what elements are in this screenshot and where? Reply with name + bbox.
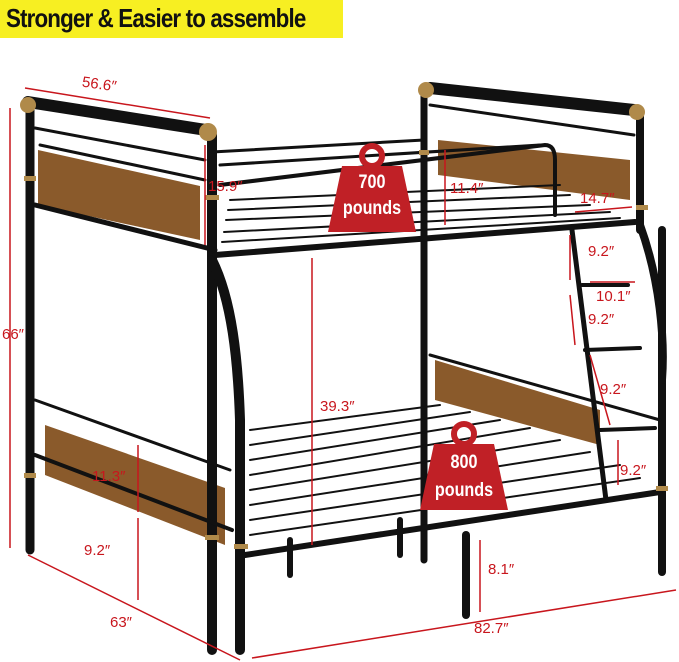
dim-ladder-step-3: 9.2″ bbox=[600, 381, 627, 398]
headline-banner: Stronger & Easier to assemble bbox=[0, 0, 343, 38]
weight-unit: pounds bbox=[434, 480, 494, 501]
wood-panel-bottom-back bbox=[435, 360, 600, 445]
dim-rail-to-floor: 9.2″ bbox=[84, 542, 111, 559]
weight-unit: pounds bbox=[342, 198, 402, 219]
dim-ladder-width: 14.7″ bbox=[580, 190, 615, 207]
weight-value: 800 bbox=[450, 452, 478, 473]
dim-top-side-rail: 11.4″ bbox=[450, 180, 484, 197]
weight-capacity-top: 700 pounds bbox=[324, 142, 420, 234]
wood-panel-top-left bbox=[38, 150, 200, 240]
dim-total-height: 66″ bbox=[2, 326, 24, 343]
wood-panel-bottom-left bbox=[45, 425, 225, 545]
dim-ladder-step-1: 9.2″ bbox=[588, 243, 615, 260]
headline-text: Stronger & Easier to assemble bbox=[6, 3, 306, 33]
weight-capacity-bottom: 800 pounds bbox=[416, 420, 512, 512]
dim-ladder-step-4: 9.2″ bbox=[620, 462, 647, 479]
weight-value: 700 bbox=[358, 172, 386, 193]
dim-clearance: 39.3″ bbox=[320, 398, 355, 415]
wood-panel-top-back bbox=[438, 140, 630, 200]
dim-under-bed: 8.1″ bbox=[488, 561, 515, 578]
dim-bottom-width: 63″ bbox=[110, 614, 132, 631]
dim-top-guardrail: 15.9″ bbox=[208, 178, 243, 195]
dim-length: 82.7″ bbox=[474, 620, 509, 637]
dim-bottom-guardrail: 11.3″ bbox=[92, 468, 126, 485]
dim-ladder-step-2: 9.2″ bbox=[588, 311, 615, 328]
dim-ladder-step-width: 10.1″ bbox=[596, 288, 631, 305]
